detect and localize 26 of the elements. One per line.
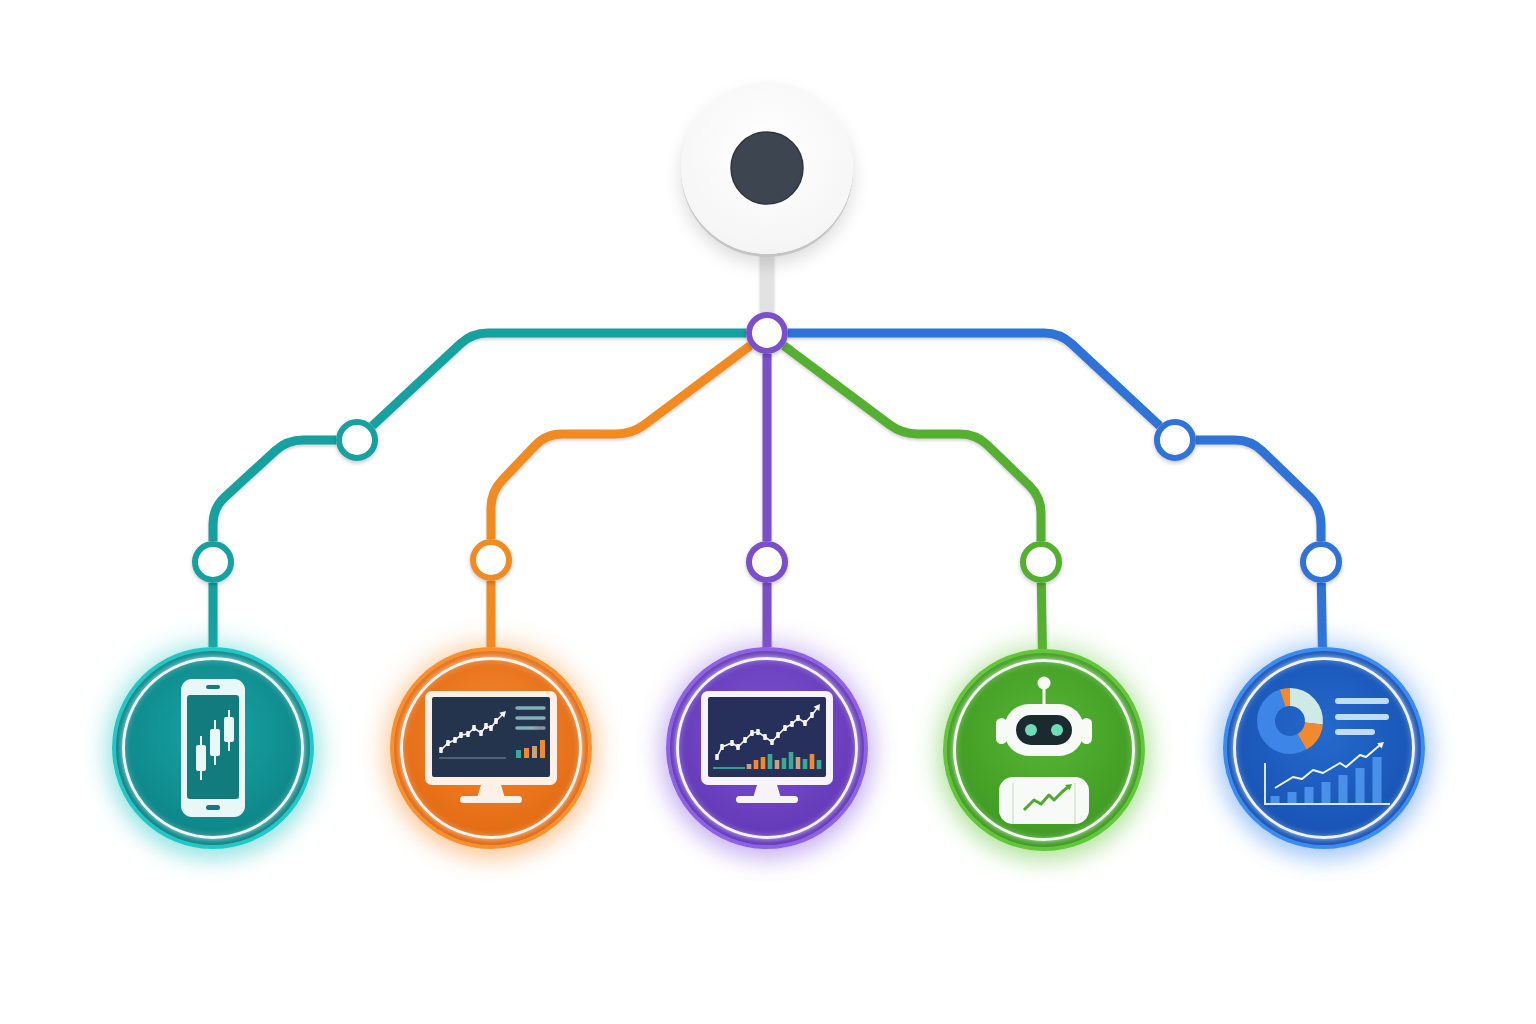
round-badge bbox=[666, 647, 868, 849]
connector-line bbox=[762, 583, 772, 647]
round-badge bbox=[943, 649, 1145, 851]
junction-circle bbox=[192, 541, 234, 583]
round-badge bbox=[390, 647, 592, 849]
connector-line bbox=[788, 328, 1163, 429]
junction-circle bbox=[336, 419, 378, 461]
connector-line bbox=[369, 328, 746, 429]
connector-line bbox=[1036, 582, 1047, 650]
junction-circle bbox=[1020, 541, 1062, 583]
junction-circle bbox=[470, 539, 512, 581]
hub-circle bbox=[746, 312, 788, 354]
round-badge bbox=[112, 647, 314, 849]
junction-circle bbox=[1300, 541, 1342, 583]
junction-circle bbox=[746, 541, 788, 583]
connector-line bbox=[486, 341, 753, 539]
connector-line bbox=[760, 254, 774, 312]
connector-line bbox=[762, 354, 772, 541]
connector-line bbox=[1316, 582, 1327, 648]
round-badge bbox=[1223, 647, 1425, 849]
connector-line bbox=[208, 435, 336, 541]
connector-line bbox=[486, 581, 496, 647]
junction-circle bbox=[1154, 419, 1196, 461]
connector-line bbox=[781, 341, 1046, 541]
connector-line bbox=[208, 583, 218, 647]
connector-line bbox=[1196, 435, 1326, 541]
